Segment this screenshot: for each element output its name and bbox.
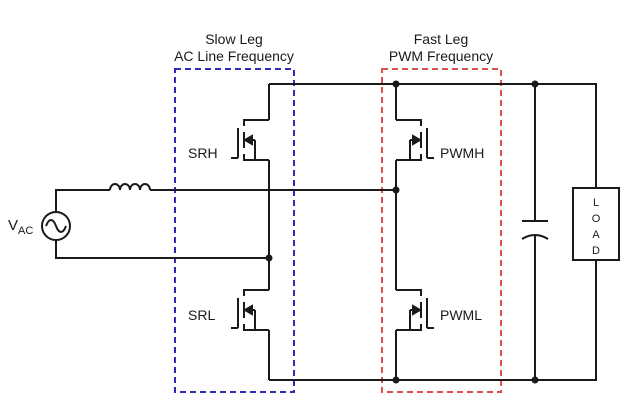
vac-label-sub: AC bbox=[18, 225, 33, 237]
ac-top-wire bbox=[55, 189, 110, 212]
load-letter: D bbox=[592, 245, 600, 257]
mosfet-pwmh-icon bbox=[396, 119, 434, 161]
capacitor-icon bbox=[521, 220, 549, 240]
srl-label: SRL bbox=[188, 307, 215, 323]
svg-text:VAC: VAC bbox=[8, 217, 33, 237]
junction-dots bbox=[265, 80, 539, 384]
fast-leg-box bbox=[381, 68, 502, 393]
mosfet-srl-icon bbox=[231, 289, 269, 331]
pwml-label: PWML bbox=[440, 307, 482, 323]
load-letter: L bbox=[593, 197, 599, 209]
bottom-rail-wire bbox=[269, 260, 597, 381]
srh-label: SRH bbox=[188, 145, 218, 161]
pwmh-label: PWMH bbox=[440, 145, 484, 161]
load-letter: O bbox=[592, 213, 601, 225]
junction-dot bbox=[531, 376, 539, 384]
junction-dot bbox=[392, 186, 400, 194]
mosfet-pwml-icon bbox=[396, 289, 434, 331]
fast-leg-title: Fast Leg bbox=[414, 31, 468, 47]
load-letter: A bbox=[592, 229, 600, 241]
inductor-icon bbox=[109, 183, 151, 191]
slow-leg-title: Slow Leg bbox=[205, 31, 263, 47]
load-block: L O A D bbox=[572, 187, 620, 261]
junction-dot bbox=[265, 254, 273, 262]
vac-label-main: V bbox=[8, 217, 18, 234]
slow-leg-subtitle: AC Line Frequency bbox=[174, 48, 294, 64]
ac-source-icon bbox=[41, 211, 71, 241]
junction-dot bbox=[392, 80, 400, 88]
wires bbox=[55, 83, 597, 381]
ac-bottom-wire bbox=[55, 240, 269, 259]
mosfet-srh-icon bbox=[231, 119, 269, 161]
fast-leg-subtitle: PWM Frequency bbox=[389, 48, 493, 64]
top-rail-wire bbox=[269, 83, 597, 188]
junction-dot bbox=[531, 80, 539, 88]
slow-leg-box bbox=[174, 68, 295, 393]
junction-dot bbox=[392, 376, 400, 384]
